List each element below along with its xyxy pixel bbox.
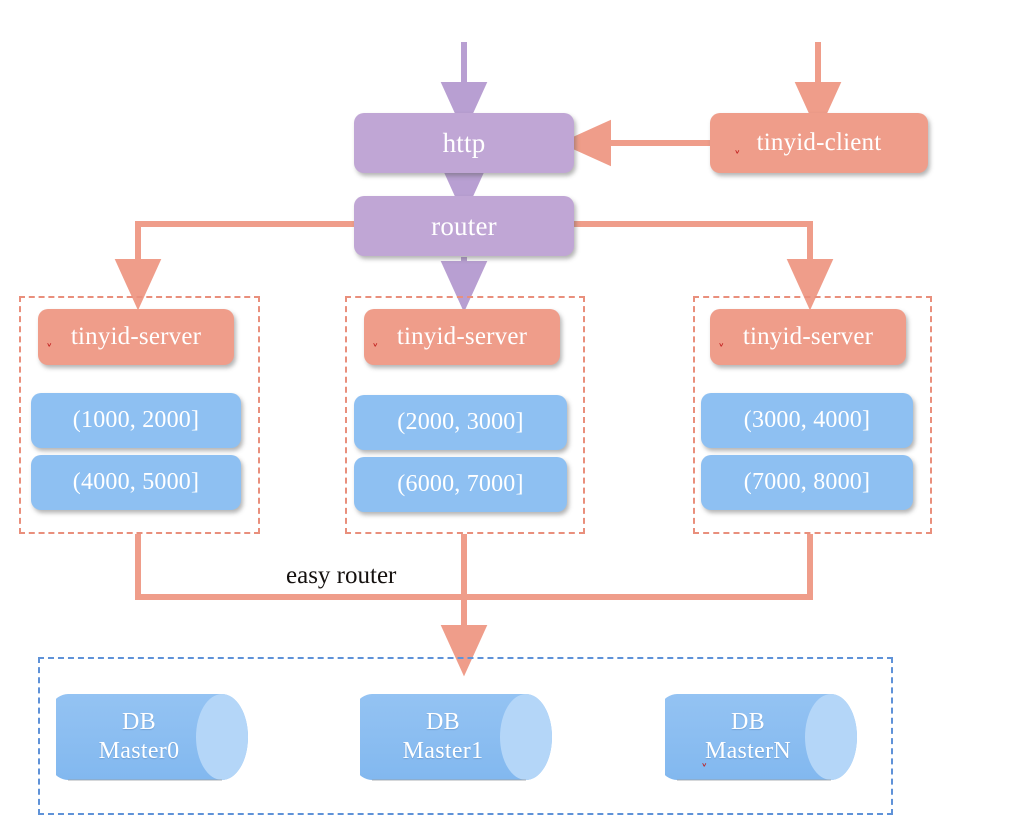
spellcheck-squiggle-icon: ˅	[46, 343, 53, 358]
server-group-3-segment-2[interactable]: (7000, 8000]	[701, 455, 913, 510]
db-line-2: MasterN	[704, 738, 792, 764]
db-cylinder-0-label: DB Master0	[56, 688, 248, 786]
server-group-3-server[interactable]: tinyid-server ˅	[710, 309, 906, 365]
db-cylinder-1-label: DB Master1	[360, 688, 552, 786]
node-router[interactable]: router	[354, 196, 574, 256]
server-group-3	[693, 296, 932, 534]
segment-label: (7000, 8000]	[743, 469, 871, 496]
node-http[interactable]: http	[354, 113, 574, 173]
db-cylinder-shape	[346, 694, 552, 781]
server-group-1-server[interactable]: tinyid-server ˅	[38, 309, 234, 365]
db-line-2: Master1	[402, 738, 484, 764]
db-cylinder-shape	[651, 694, 857, 781]
db-cylinder-shape	[42, 694, 248, 781]
node-tinyid-client[interactable]: tinyid-client ˅	[710, 113, 928, 173]
db-cylinder-2[interactable]: DB MasterN ˅	[651, 688, 857, 786]
server-group-2-server[interactable]: tinyid-server ˅	[364, 309, 560, 365]
server-group-1-segment-2[interactable]: (4000, 5000]	[31, 455, 241, 510]
db-cylinder-1[interactable]: DB Master1	[346, 688, 552, 786]
server-group-2	[345, 296, 585, 534]
server-group-2-segment-1[interactable]: (2000, 3000]	[354, 395, 567, 450]
node-router-label: router	[431, 210, 497, 241]
segment-label: (1000, 2000]	[72, 407, 200, 434]
server-group-2-segment-2[interactable]: (6000, 7000]	[354, 457, 567, 512]
db-cylinder-0[interactable]: DB Master0	[42, 688, 248, 786]
node-http-label: http	[442, 127, 486, 158]
arrow-router-to-server-3	[574, 221, 834, 311]
segment-label: (3000, 4000]	[743, 407, 871, 434]
db-line-1: DB	[122, 708, 156, 735]
db-cylinder-2-label: DB MasterN	[665, 688, 857, 786]
segment-label: (2000, 3000]	[397, 409, 524, 436]
server-group-1-server-label: tinyid-server	[70, 323, 202, 350]
db-line-1: DB	[731, 708, 765, 735]
server-group-3-server-label: tinyid-server	[742, 323, 874, 350]
db-cluster-box	[38, 657, 893, 815]
segment-label: (4000, 5000]	[72, 469, 200, 496]
server-group-1	[19, 296, 260, 534]
easy-router-label: easy router	[286, 562, 397, 589]
spellcheck-squiggle-icon: ˅	[718, 343, 725, 358]
arrow-router-to-server-1	[114, 221, 354, 311]
spellcheck-squiggle-icon: ˅	[372, 343, 379, 358]
spellcheck-squiggle-icon: ˅	[734, 150, 741, 165]
server-group-3-segment-1[interactable]: (3000, 4000]	[701, 393, 913, 448]
db-line-2: Master0	[98, 738, 180, 764]
db-line-1: DB	[426, 708, 460, 735]
segment-label: (6000, 7000]	[397, 471, 524, 498]
server-group-1-segment-1[interactable]: (1000, 2000]	[31, 393, 241, 448]
bus-servers-to-db	[135, 534, 813, 677]
node-tinyid-client-label: tinyid-client	[756, 129, 882, 156]
server-group-2-server-label: tinyid-server	[396, 323, 528, 350]
